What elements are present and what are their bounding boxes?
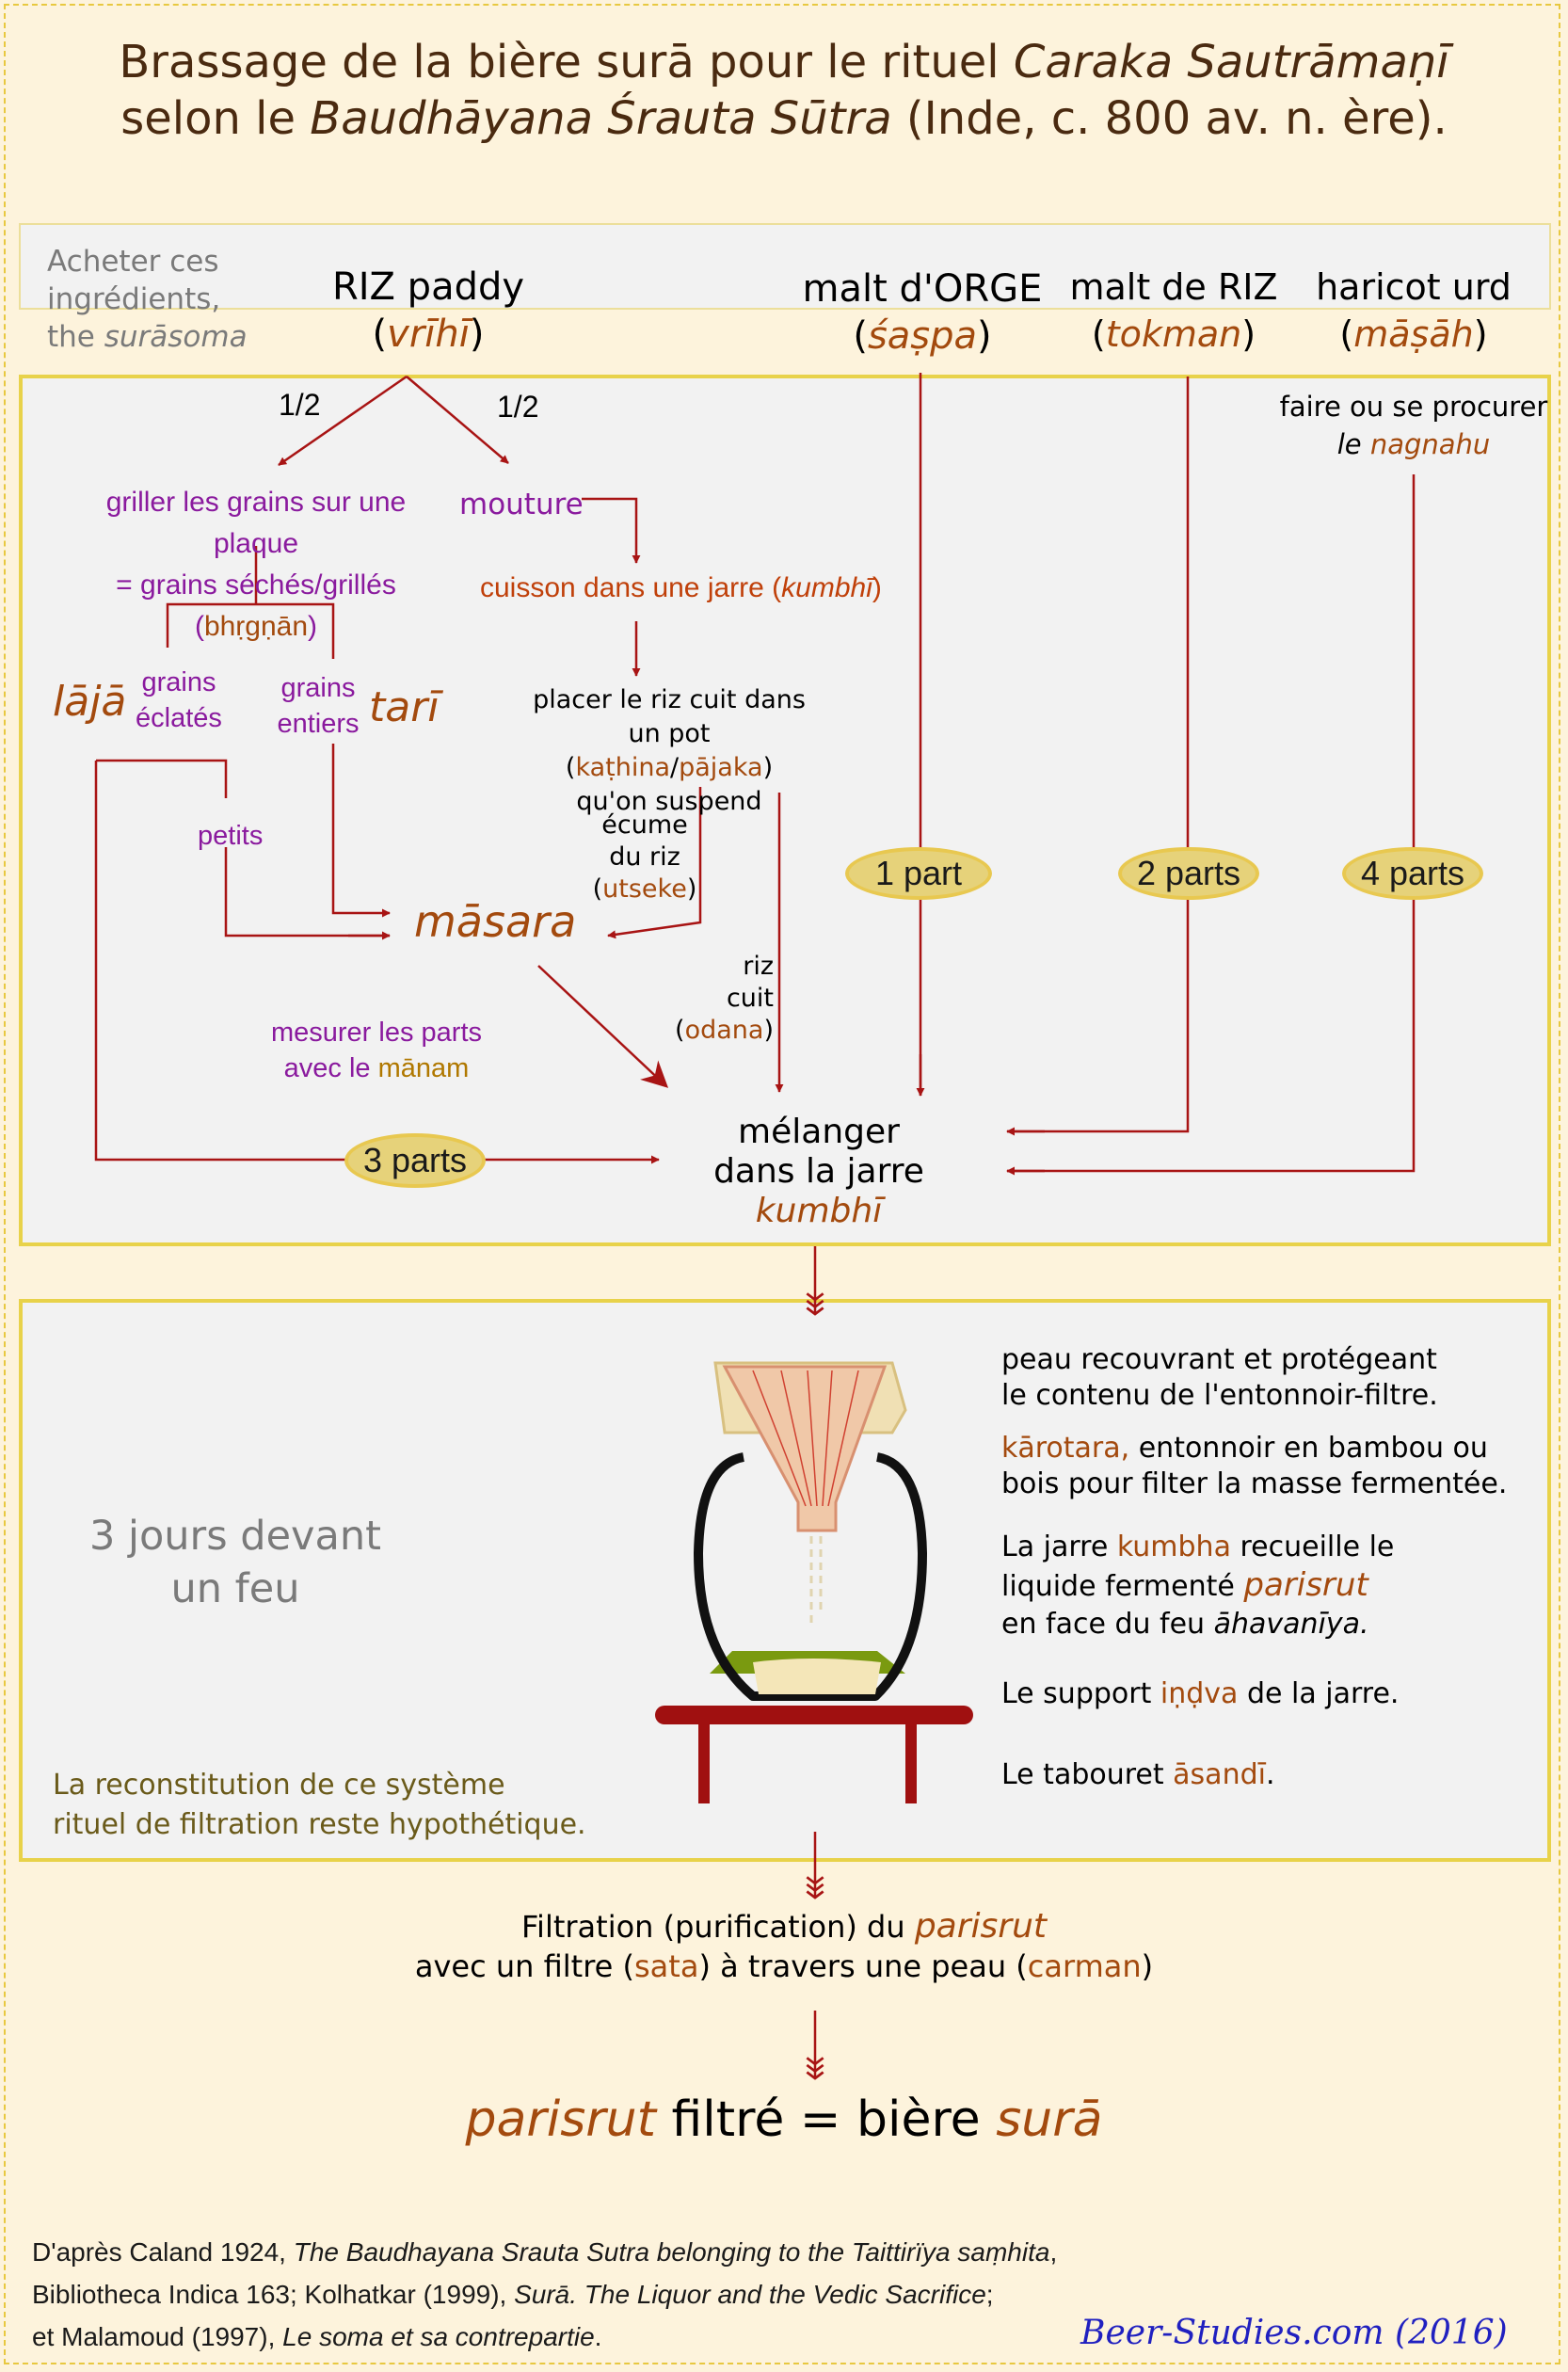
nagnahu-step: faire ou se procurer le nagnahu (1279, 391, 1548, 460)
jar-description: La jarre kumbha recueille le liquide fer… (1001, 1531, 1395, 1641)
funnel-description: kārotara, entonnoir en bambou ou bois po… (1001, 1432, 1508, 1500)
burst-grains-label: grains éclatés (136, 667, 222, 733)
title-text: (Inde, c. 800 av. n. ère). (891, 92, 1448, 145)
karotara-term: kārotara, (1001, 1432, 1130, 1465)
ingredient-name: malt d'ORGE (802, 267, 1043, 311)
asandi-term: āsandī (1173, 1758, 1266, 1791)
part-ricemalt-badge: 2 parts (1118, 847, 1259, 900)
bhrgnan-term: bhṛgṇān (203, 611, 309, 642)
carman-term: carman (1027, 1948, 1142, 1984)
measure-step: mesurer les parts avec le mānam (270, 1018, 482, 1083)
title-line-2: selon le Baudhāyana Śrauta Sūtra (Inde, … (75, 90, 1493, 147)
brewing-panel (19, 375, 1551, 1246)
ingredient-name: RIZ paddy (331, 265, 525, 309)
support-description: Le support iṇḍva de la jarre. (1001, 1677, 1400, 1710)
kumbha-term: kumbha (1116, 1531, 1231, 1563)
ingredient-term: (tokman) (1091, 313, 1256, 355)
ingredient-barley-malt: malt d'ORGE (śaṣpa) (772, 265, 1073, 360)
ingredients-panel (19, 223, 1551, 310)
buy-line: the surāsoma (47, 320, 248, 354)
cooked-rice-label: riz cuit (odana) (675, 952, 774, 1045)
ingredient-term: (māṣāh) (1339, 313, 1488, 355)
ingredient-urd-bean: haricot urd (māṣāh) (1299, 264, 1528, 358)
surasoma-term: surāsoma (104, 320, 248, 354)
whole-grains-label: grains entiers (277, 673, 360, 739)
cook-step: cuisson dans une jarre (kumbhī) (480, 572, 882, 603)
buy-instruction: Acheter ces ingrédients, the surāsoma (47, 243, 248, 356)
site-credit: Beer-Studies.com (2016) (1080, 2314, 1508, 2352)
three-days-label: 3 jours devant un feu (89, 1513, 381, 1612)
ingredient-name: malt de RIZ (1069, 266, 1278, 308)
skin-description: peau recouvrant et protégeant le contenu… (1001, 1343, 1438, 1412)
title-text: selon le (120, 92, 311, 145)
grind-step: mouture (459, 488, 584, 521)
title-text: Brassage de la bière surā pour le rituel (119, 36, 1014, 88)
title-ritual: Caraka Sautrāmaṇī (1013, 36, 1449, 88)
parisrut-term: parisrut (914, 1907, 1048, 1946)
kumbhi-term: kumbhī (781, 572, 872, 603)
hang-pot-step: placer le riz cuit dans un pot (kaṭhina/… (533, 685, 806, 816)
page-title: Brassage de la bière surā pour le rituel… (75, 34, 1493, 147)
ingredient-term: (śaṣpa) (853, 314, 992, 358)
outer-dashed-frame (4, 4, 1560, 2364)
ingredient-term: (vrīhī) (372, 313, 485, 356)
tari-term: tarī (369, 683, 440, 731)
title-line-1: Brassage de la bière surā pour le rituel… (75, 34, 1493, 90)
kathina-term: kaṭhina (575, 753, 671, 782)
hypothesis-note: La reconstitution de ce système rituel d… (53, 1769, 586, 1841)
buy-line: Acheter ces (47, 245, 219, 279)
nagnahu-term: nagnahu (1369, 428, 1491, 460)
filtration-illustration (655, 1361, 973, 1803)
sura-term: surā (996, 2092, 1103, 2148)
part-barley-badge: 1 part (845, 847, 992, 900)
references: D'après Caland 1924, The Baudhayana Srau… (32, 2237, 1058, 2351)
part-bean-badge: 4 parts (1342, 847, 1483, 900)
mix-step: mélanger dans la jarre kumbhī (659, 1113, 979, 1231)
indva-term: iṇḍva (1160, 1677, 1239, 1710)
split-half-left: 1/2 (279, 388, 321, 422)
ingredient-rice-malt: malt de RIZ (tokman) (1056, 264, 1291, 358)
utseke-term: utseke (602, 874, 687, 904)
split-half-right: 1/2 (497, 390, 539, 424)
title-source: Baudhāyana Śrauta Sūtra (310, 92, 892, 145)
buy-line: ingrédients, (47, 282, 221, 316)
ingredient-rice: RIZ paddy (vrīhī) (311, 264, 546, 358)
ingredient-name: haricot urd (1316, 266, 1512, 308)
parisrut-term: parisrut (1243, 1566, 1368, 1604)
manam-term: mānam (377, 1053, 470, 1083)
laja-term: lājā (53, 678, 127, 726)
odana-term: odana (684, 1016, 764, 1045)
part-masara-badge: 3 parts (344, 1133, 486, 1188)
kumbhi-jar-term: kumbhī (755, 1192, 883, 1230)
parisrut-term: parisrut (465, 2092, 657, 2148)
roast-step: griller les grains sur une plaque = grai… (105, 487, 407, 642)
ahavaniya-term: āhavanīya. (1213, 1608, 1369, 1641)
sata-term: sata (634, 1948, 699, 1984)
pajaka-term: pājaka (679, 753, 763, 782)
filtration-step: Filtration (purification) du parisrut av… (414, 1907, 1154, 1984)
masara-term: māsara (414, 896, 577, 947)
final-result: parisrut filtré = bière surā (465, 2092, 1103, 2148)
stool-description: Le tabouret āsandī. (1001, 1758, 1275, 1791)
small-grains-label: petits (198, 821, 264, 851)
rice-foam-label: écume du riz (utseke) (592, 810, 697, 904)
